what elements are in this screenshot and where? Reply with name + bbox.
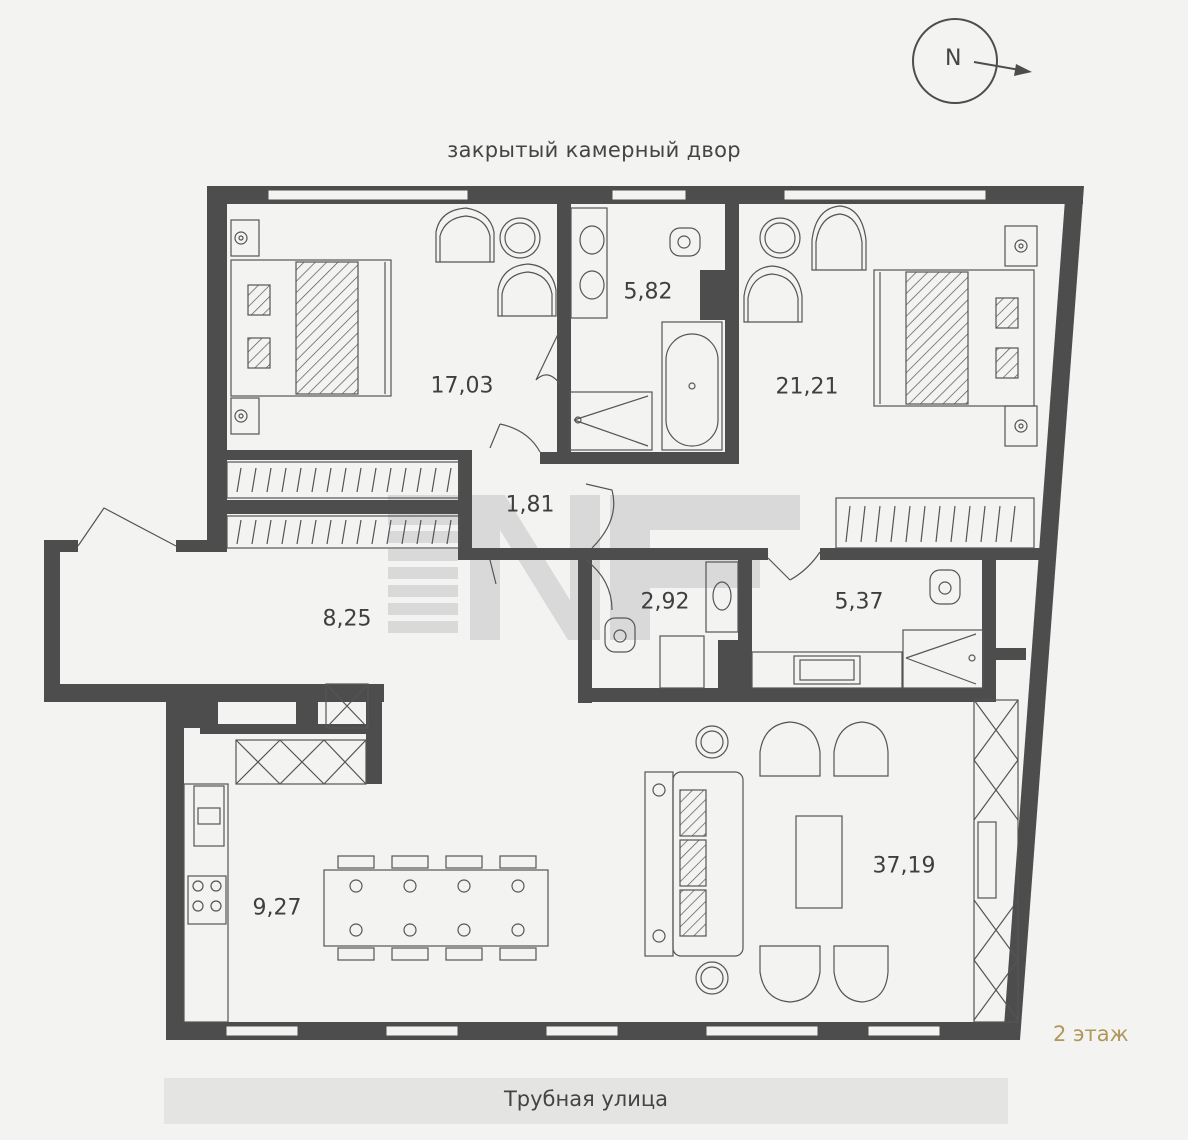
armchairs-left xyxy=(435,207,557,317)
room-area-wc: 2,92 xyxy=(640,589,690,615)
room-area-bathroom-2: 5,37 xyxy=(834,589,884,615)
windows xyxy=(225,189,987,1037)
floor-label: 2 этаж xyxy=(1053,1022,1129,1046)
compass-label: N xyxy=(945,46,962,71)
wc-fixtures xyxy=(604,561,984,689)
room-area-bedroom-2: 21,21 xyxy=(775,374,839,400)
room-area-bathroom-1: 5,82 xyxy=(623,279,673,305)
room-area-hall: 8,25 xyxy=(322,606,372,632)
room-area-living-room: 37,19 xyxy=(872,853,936,879)
doors xyxy=(77,329,821,611)
room-area-bedroom-1: 17,03 xyxy=(430,373,494,399)
compass xyxy=(912,18,1032,104)
bed-right xyxy=(743,205,1038,447)
room-area-corridor: 1,81 xyxy=(505,492,555,518)
living-room-furniture xyxy=(644,699,1019,1023)
street-label: Трубная улица xyxy=(503,1087,669,1111)
bathroom-1-fixtures xyxy=(569,207,723,451)
room-area-kitchen: 9,27 xyxy=(252,895,302,921)
kitchen-units xyxy=(183,683,369,1023)
wardrobe-right xyxy=(835,497,1035,549)
dining-table xyxy=(323,855,549,961)
wardrobe-left xyxy=(226,461,460,549)
street-bar xyxy=(164,1078,1008,1124)
watermark-logo xyxy=(388,495,800,640)
bed-left xyxy=(230,219,392,435)
courtyard-label: закрытый камерный двор xyxy=(447,138,741,162)
